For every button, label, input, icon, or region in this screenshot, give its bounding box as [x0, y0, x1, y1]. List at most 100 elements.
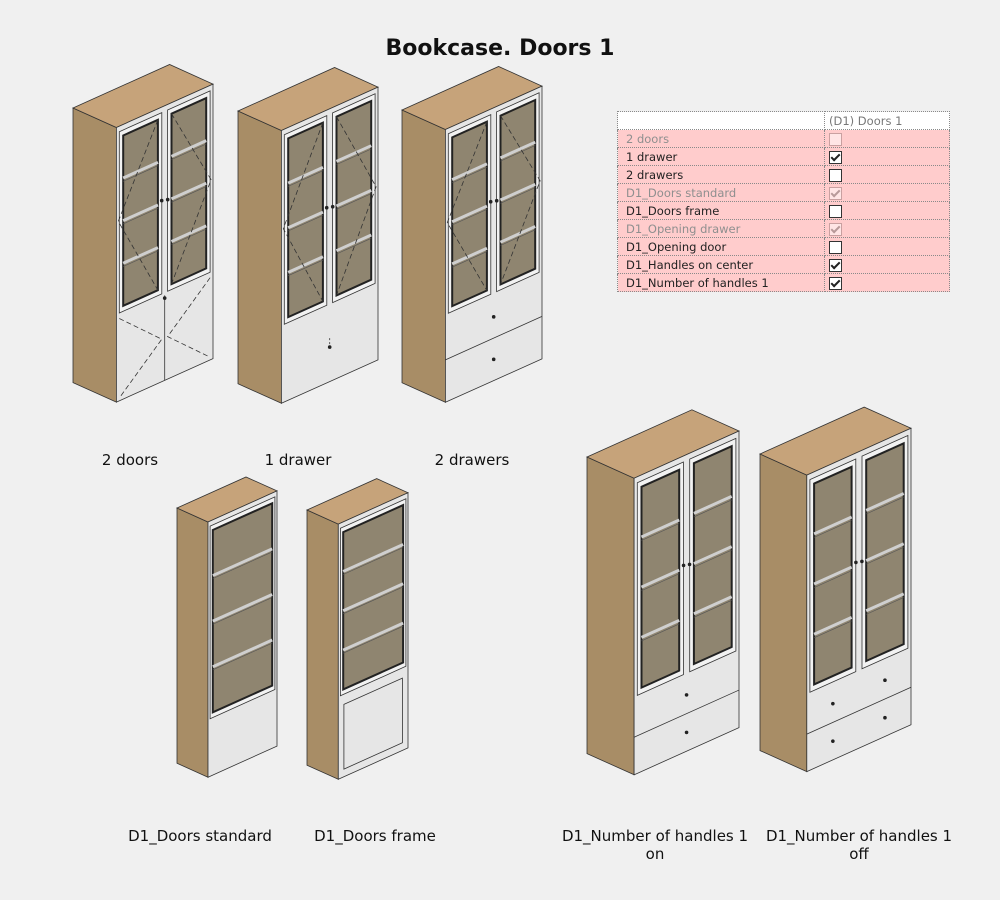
- parameter-row: D1_Opening door: [617, 237, 950, 256]
- drawer-split: [806, 686, 912, 735]
- shelf: [342, 582, 404, 613]
- parameter-checkbox: [829, 186, 842, 200]
- parameter-row: D1_Opening drawer: [617, 219, 950, 238]
- drawer-handle: [831, 701, 835, 706]
- parameter-value-cell: [824, 237, 950, 256]
- shelf-edge: [500, 145, 536, 162]
- opening-indicator: [500, 115, 541, 285]
- shelf-edge: [123, 250, 159, 267]
- parameter-checkbox[interactable]: [829, 150, 842, 164]
- shelf: [335, 144, 372, 163]
- side-panel: [586, 456, 635, 776]
- cabinet-2-doors: [72, 64, 214, 403]
- parameter-value-cell: [824, 255, 950, 274]
- shelf: [813, 515, 853, 536]
- shelf: [451, 204, 488, 224]
- shelf-edge: [288, 259, 324, 276]
- shelf: [122, 203, 159, 223]
- parameter-checkbox[interactable]: [829, 240, 842, 254]
- shelf-edge: [452, 251, 488, 268]
- caption-handles-on-line1: D1_Number of handles 1: [561, 827, 749, 845]
- shelf: [170, 224, 207, 243]
- shelf: [122, 161, 159, 180]
- parameter-checkbox[interactable]: [829, 276, 842, 290]
- shelf-edge: [343, 586, 404, 615]
- cabinet-handles-off: [759, 406, 912, 773]
- shelf: [287, 210, 324, 230]
- shelf-edge: [336, 193, 372, 210]
- parameter-value-cell: [824, 273, 950, 292]
- shelf-edge: [641, 623, 680, 642]
- parameter-row: 2 drawers: [617, 165, 950, 184]
- shelf: [865, 592, 905, 613]
- side-panel: [306, 509, 339, 780]
- shelf-edge: [343, 547, 404, 575]
- parameter-label: D1_Handles on center: [617, 255, 825, 274]
- caption-handles-on: D1_Number of handles 1 on: [555, 827, 755, 863]
- shelf-edge: [452, 209, 488, 226]
- drawer-split: [633, 689, 740, 738]
- parameter-checkbox[interactable]: [829, 204, 842, 218]
- parameter-label: 2 drawers: [617, 165, 825, 184]
- handle: [159, 198, 164, 203]
- parameter-label: D1_Doors standard: [617, 183, 825, 202]
- caption-2-drawers: 2 drawers: [434, 451, 510, 469]
- shelf-edge: [693, 600, 732, 618]
- parameter-checkbox[interactable]: [829, 168, 842, 182]
- shelf: [287, 255, 324, 274]
- shelf: [451, 246, 488, 266]
- opening-indicator: [446, 121, 488, 291]
- shelf-edge: [452, 166, 488, 184]
- cabinet-2-drawers: [401, 66, 543, 403]
- handle: [681, 563, 686, 568]
- caption-2-doors: 2 doors: [101, 451, 159, 469]
- cabinet-1-drawer: [237, 67, 379, 404]
- parameter-value-cell: [824, 147, 950, 166]
- parameter-checkbox: [829, 132, 842, 146]
- handle: [494, 198, 499, 203]
- shelf-edge: [866, 496, 904, 515]
- caption-handles-off-line1: D1_Number of handles 1: [765, 827, 953, 845]
- frame-panel: [343, 677, 403, 770]
- parameter-row: D1_Doors standard: [617, 183, 950, 202]
- side-panel: [72, 107, 117, 403]
- side-panel: [401, 109, 446, 403]
- shelf: [170, 181, 207, 201]
- drawer-handle: [684, 693, 689, 697]
- cabinet-doors-frame: [306, 478, 409, 780]
- shelf-edge: [288, 170, 324, 187]
- page-title: Bookcase. Doors 1: [385, 36, 615, 61]
- drawer-handle: [883, 678, 887, 683]
- handle: [488, 199, 493, 204]
- shelf: [451, 162, 488, 181]
- parameter-value-cell: [824, 165, 950, 184]
- shelf-edge: [336, 238, 372, 255]
- handle: [330, 204, 335, 209]
- parameter-checkbox[interactable]: [829, 258, 842, 272]
- shelf-edge: [123, 165, 159, 182]
- drawer-handle: [831, 739, 835, 743]
- parameter-checkbox: [829, 222, 842, 236]
- side-panel: [237, 110, 282, 404]
- shelf: [813, 615, 853, 636]
- handle: [687, 562, 692, 567]
- drawer-handle: [491, 315, 496, 319]
- drawer-handle: [883, 715, 887, 720]
- drawer-handle: [491, 357, 496, 362]
- shelf-edge: [813, 620, 852, 639]
- cabinet-handles-on: [586, 409, 740, 776]
- caption-doors-frame: D1_Doors frame: [314, 827, 436, 845]
- handle: [165, 197, 170, 202]
- shelf: [640, 619, 680, 639]
- shelf-edge: [641, 523, 680, 541]
- shelf: [335, 233, 372, 253]
- opening-indicator: [117, 119, 159, 291]
- shelf: [693, 595, 733, 616]
- shelf-edge: [212, 642, 273, 671]
- shelf: [342, 543, 404, 573]
- shelf: [212, 547, 273, 577]
- shelf-edge: [693, 549, 732, 568]
- shelf-edge: [866, 597, 904, 615]
